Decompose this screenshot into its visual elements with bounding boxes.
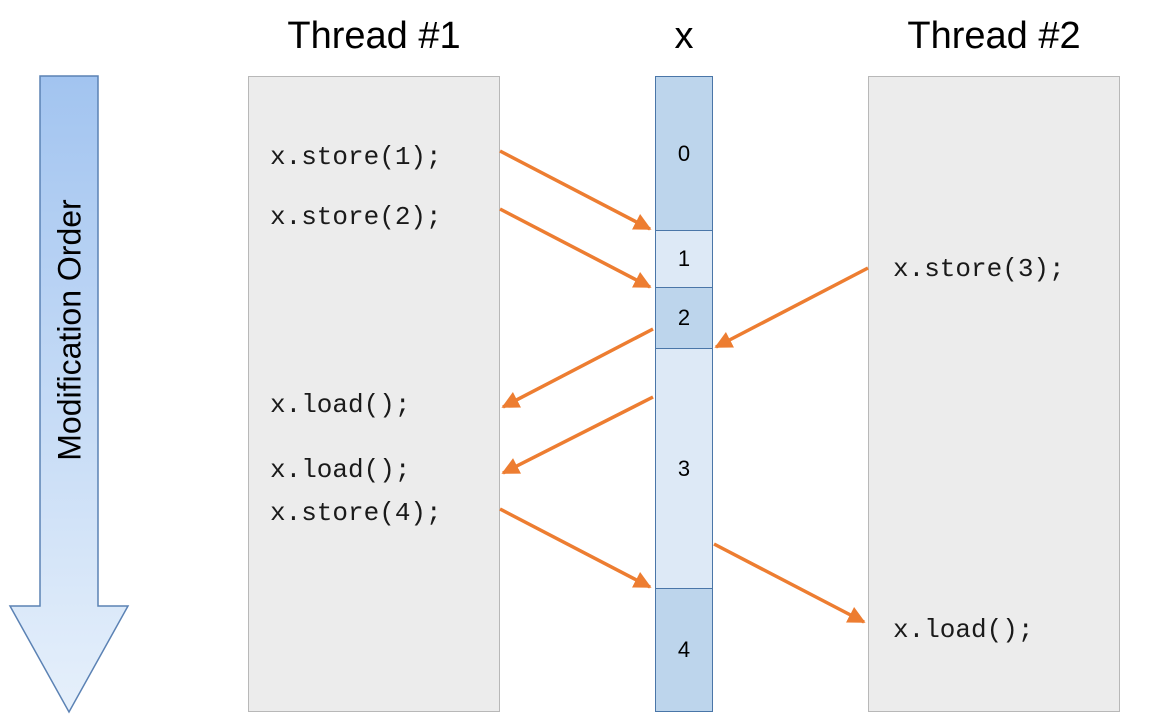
thread1-box: [248, 76, 500, 712]
arrow-store4-to-x4: [499, 507, 652, 589]
thread1-op-store-2: x.store(2);: [270, 202, 442, 232]
x-cell-1: 1: [655, 230, 713, 288]
thread1-op-store-4: x.store(4);: [270, 498, 442, 528]
arrow-x3-to-thread2-load: [713, 542, 866, 624]
arrow-store3-to-x3: [714, 266, 869, 349]
modification-order-label: Modification Order: [51, 199, 88, 461]
arrow-x2-to-load1: [501, 327, 654, 409]
thread2-box: [868, 76, 1120, 712]
x-cell-3: 3: [655, 348, 713, 589]
arrow-store2-to-x2: [499, 207, 652, 289]
thread2-op-load: x.load();: [893, 615, 1034, 645]
thread2-op-store-3: x.store(3);: [893, 254, 1065, 284]
x-cell-0: 0: [655, 76, 713, 231]
thread1-op-load-1: x.load();: [270, 390, 411, 420]
thread2-title: Thread #2: [907, 15, 1081, 57]
thread1-title: Thread #1: [287, 15, 461, 57]
thread1-op-store-1: x.store(1);: [270, 142, 442, 172]
arrow-x3-to-load2: [501, 395, 654, 475]
thread1-op-load-2: x.load();: [270, 455, 411, 485]
x-cell-4: 4: [655, 588, 713, 712]
x-title: x: [674, 15, 694, 57]
x-cell-2: 2: [655, 287, 713, 349]
arrow-store1-to-x1: [499, 149, 652, 231]
